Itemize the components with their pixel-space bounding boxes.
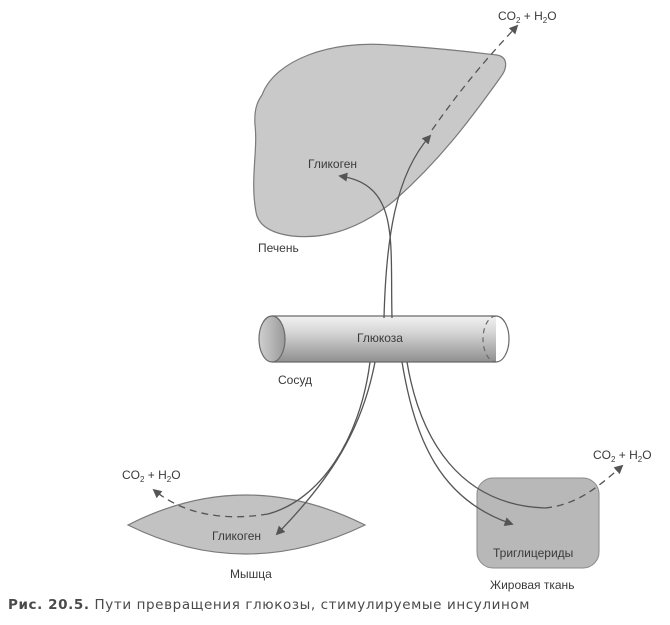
glucose-label: Глюкоза [357, 331, 403, 345]
liver-label: Печень [258, 241, 299, 255]
vessel-label: Сосуд [278, 373, 312, 387]
figure-number: Рис. 20.5. [8, 597, 90, 613]
blood-vessel [258, 315, 510, 363]
arrow-liver-oxidation-dashed [431, 24, 519, 131]
arrow-liver-oxidation-solid [383, 134, 432, 319]
liver-glycogen-label: Гликоген [308, 157, 357, 171]
arrow-adipose-oxidation-solid [406, 361, 546, 509]
adipose-tissue-label: Жировая ткань [490, 578, 574, 592]
muscle-glycogen-label: Гликоген [212, 529, 261, 543]
arrow-to-liver-glycogen [338, 172, 393, 319]
muscle-shape [126, 494, 367, 555]
figure-caption: Рис. 20.5. Пути превращения глюкозы, сти… [8, 597, 668, 613]
adipose-oxidation-products-label: CO2 + H2O [593, 448, 652, 464]
arrow-to-triglycerides [401, 361, 514, 527]
liver-shape [253, 43, 507, 238]
figure-caption-text: Пути превращения глюкозы, стимулируемые … [89, 597, 531, 613]
adipose-tissue-shape [476, 477, 600, 569]
arrow-muscle-oxidation-solid [267, 361, 371, 515]
arrow-muscle-oxidation-dashed [152, 488, 269, 518]
triglycerides-label: Триглицериды [493, 546, 573, 560]
vessel-left-cap [258, 315, 286, 363]
muscle-oxidation-products-label: CO2 + H2O [122, 468, 181, 484]
muscle-label: Мышца [230, 567, 272, 581]
arrow-adipose-oxidation-dashed [544, 464, 624, 509]
liver-oxidation-products-label: CO2 + H2O [498, 9, 557, 25]
